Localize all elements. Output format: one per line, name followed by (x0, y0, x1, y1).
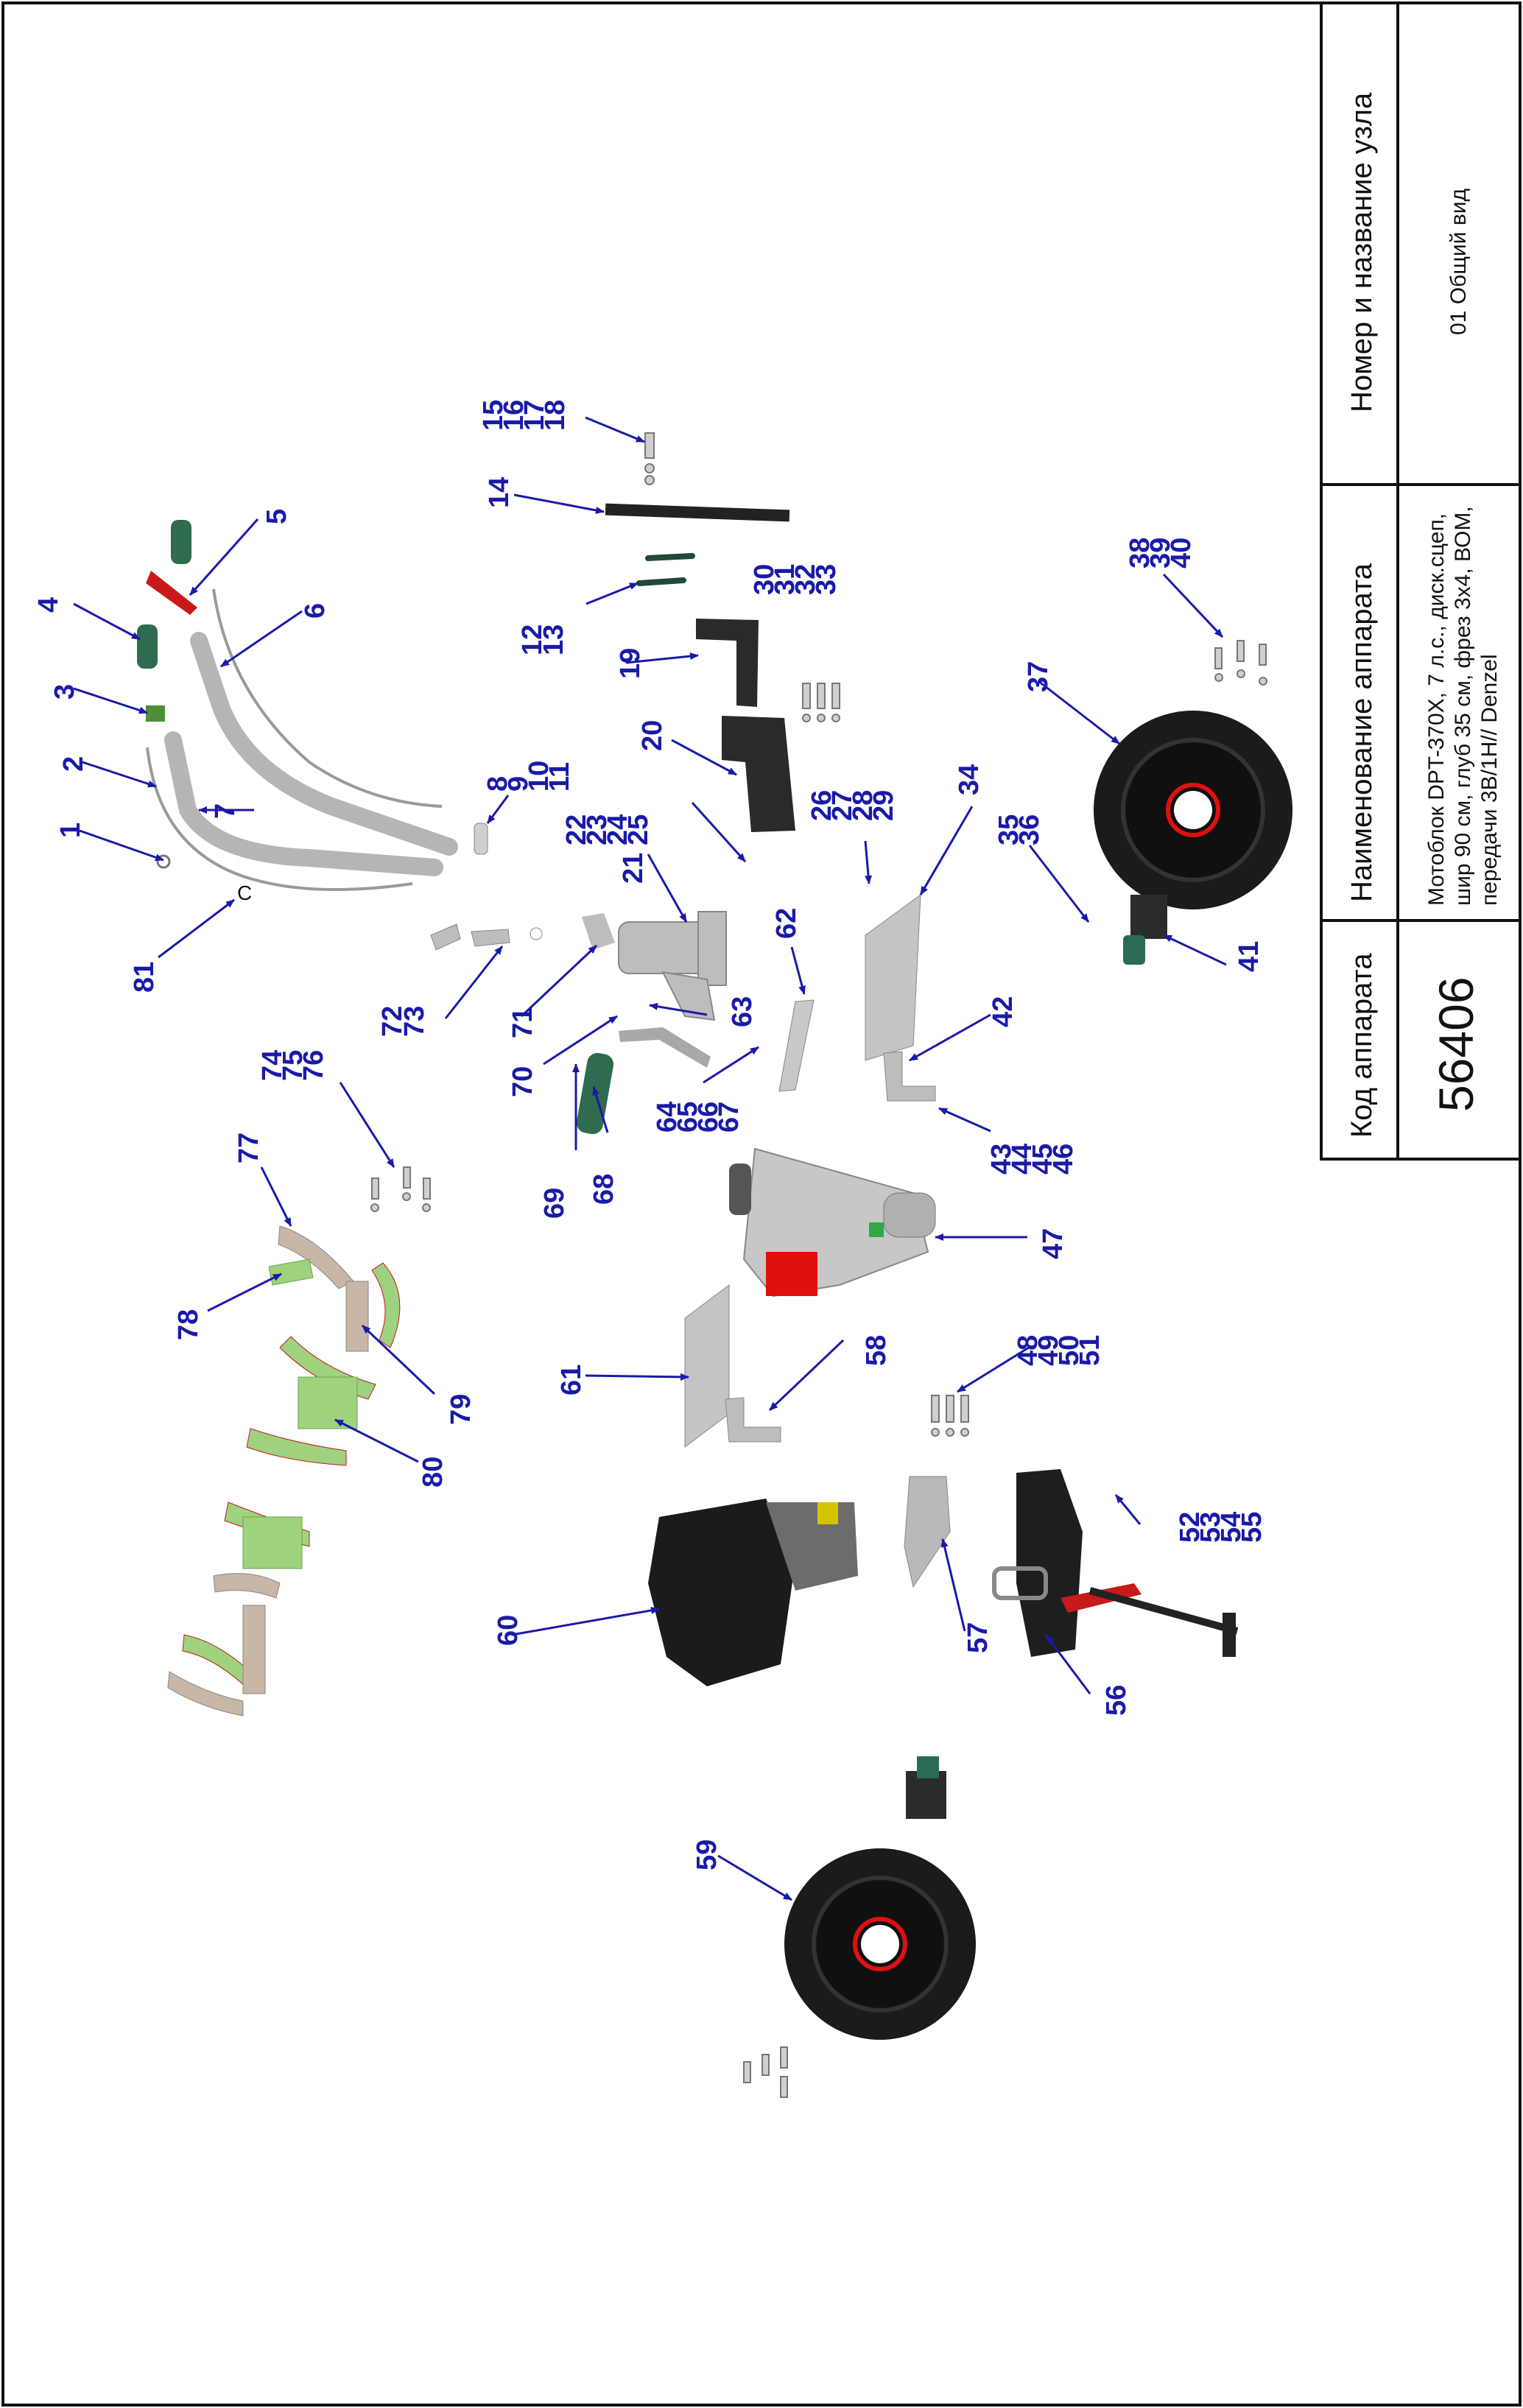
rail-14 (605, 503, 790, 522)
right-grip (171, 520, 191, 564)
bracket-19 (696, 619, 759, 707)
bolt-stack-15 (644, 432, 655, 485)
callout-30: 30 31 32 33 (749, 556, 842, 595)
callout-leaders (73, 416, 1227, 1901)
plate-61 (684, 1284, 730, 1448)
hitch-56 (992, 1469, 1239, 1657)
callout-80: 80 (418, 1457, 449, 1488)
callout-47: 47 (1038, 1228, 1069, 1259)
callout-58: 58 (861, 1335, 892, 1366)
callout-61: 61 (556, 1365, 587, 1395)
wheel-bolts-59 (743, 2046, 788, 2098)
callout-59: 59 (692, 1840, 722, 1870)
lever-arm-70 (619, 1027, 711, 1068)
callout-60: 60 (493, 1615, 524, 1646)
left-grip (137, 624, 158, 669)
plate-62 (778, 999, 815, 1092)
callout-3: 3 (49, 684, 80, 700)
callout-69: 69 (539, 1188, 570, 1219)
callout-62: 62 (771, 908, 802, 939)
bracket-42 (883, 1051, 936, 1102)
callout-14: 14 (484, 477, 515, 508)
bracket-57 (904, 1476, 951, 1588)
handlebar-cables (146, 588, 443, 891)
callout-37: 37 (1023, 661, 1054, 692)
callout-63: 63 (727, 996, 758, 1027)
bracket-20 (722, 716, 795, 832)
callout-74: 74 75 76 (257, 1042, 329, 1081)
callout-20: 20 (637, 720, 668, 751)
callout-71: 71 (507, 1007, 538, 1038)
callout-38: 38 39 40 (1125, 529, 1197, 568)
callout-19: 19 (615, 648, 646, 679)
callout-1: 1 (55, 823, 86, 838)
callout-5: 5 (261, 509, 292, 524)
node-header: Номер и название узла (1346, 92, 1378, 412)
callout-56: 56 (1101, 1685, 1132, 1716)
steering-column-21 (618, 911, 727, 1021)
clip-glyph: C (237, 881, 252, 904)
callout-68: 68 (588, 1174, 619, 1205)
callout-78: 78 (173, 1309, 204, 1340)
title-block (1320, 1, 1522, 1161)
bolts-48 (931, 1395, 969, 1437)
code-header: Код аппарата (1346, 953, 1378, 1138)
callout-12: 12 13 (517, 616, 569, 655)
callout-52: 52 53 54 55 (1175, 1504, 1267, 1543)
hub-41 (1123, 895, 1167, 965)
callout-21: 21 (618, 853, 649, 884)
callout-22: 22 23 24 25 (561, 806, 654, 845)
callout-57: 57 (963, 1622, 993, 1653)
lever-71 (582, 913, 615, 950)
gearbox-47 (729, 1147, 936, 1298)
clutch-lever (146, 571, 197, 615)
callout-2: 2 (58, 756, 89, 772)
name-value: Мотоблок DPT-370X, 7 л.с., диск.сцеп, ши… (1424, 500, 1502, 906)
callout-70: 70 (507, 1066, 538, 1097)
callout-77: 77 (233, 1133, 264, 1163)
callout-79: 79 (446, 1394, 476, 1425)
bracket-58 (725, 1397, 781, 1443)
bolts-74 (370, 1166, 431, 1212)
callout-64: 64 65 66 67 (652, 1094, 745, 1133)
callout-42: 42 (988, 996, 1019, 1027)
pins-12-13 (636, 553, 695, 586)
hub-59 (906, 1756, 946, 1819)
tiller-assembly (167, 1225, 401, 1717)
callout-43: 43 44 45 46 (986, 1136, 1079, 1175)
callout-15: 15 16 17 18 (478, 392, 571, 431)
bolts-30 (802, 683, 840, 722)
callout-81: 81 (129, 962, 160, 993)
bolts-38 (1214, 640, 1267, 686)
cable-clip (156, 854, 171, 869)
callout-7: 7 (210, 803, 241, 819)
wheel-37 (1094, 711, 1292, 909)
callout-6: 6 (300, 603, 331, 619)
callout-34: 34 (954, 764, 985, 795)
wheel-59 (784, 1848, 976, 2040)
plate-34 (865, 893, 921, 1061)
callout-8: 8 9 10 11 (482, 753, 575, 792)
callout-72: 72 73 (377, 998, 430, 1037)
throttle-lever (146, 705, 165, 722)
callout-48: 48 49 50 51 (1013, 1327, 1105, 1366)
callout-35: 35 36 (993, 806, 1045, 845)
node-value: 01 Общий вид (1446, 189, 1471, 335)
callout-26: 26 27 28 29 (806, 782, 899, 821)
bolt-8 (474, 823, 488, 855)
callout-41: 41 (1234, 941, 1265, 972)
name-header: Наименование аппарата (1346, 563, 1378, 902)
small-parts-72 (430, 923, 543, 951)
handlebar-frame (164, 632, 458, 876)
callout-4: 4 (33, 597, 64, 613)
engine-60 (648, 1499, 858, 1686)
code-value: 56406 (1429, 976, 1483, 1112)
